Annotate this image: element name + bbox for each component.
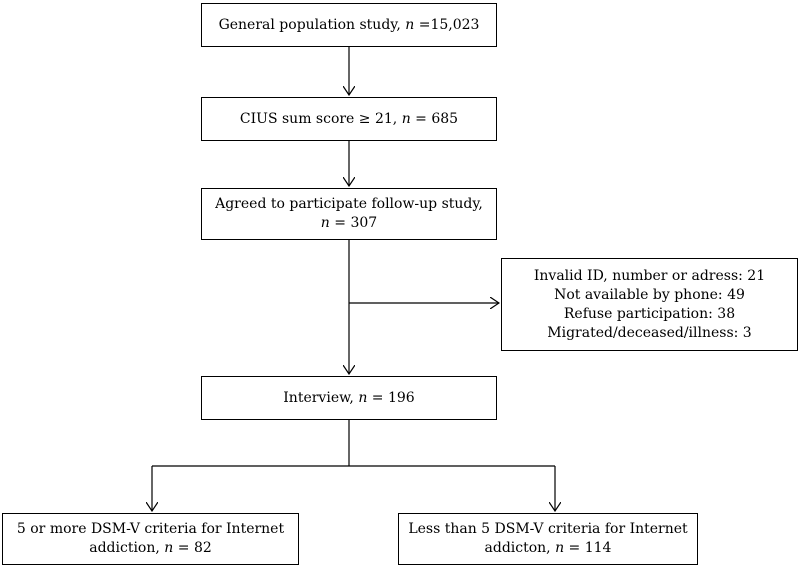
five-or-more-line1: 5 or more DSM-V criteria for Internet bbox=[16, 521, 285, 537]
less-than-five-line2: addicton, n = 114 bbox=[484, 540, 612, 556]
cius-score-label: CIUS sum score ≥ 21, n = 685 bbox=[239, 110, 459, 127]
excluded-not-available: Not available by phone: 49 bbox=[554, 286, 745, 303]
interview-box: Interview, n = 196 bbox=[201, 376, 497, 420]
agreed-followup-box: Agreed to participate follow-up study, n… bbox=[201, 188, 497, 240]
agreed-followup-line1: Agreed to participate follow-up study, bbox=[215, 196, 483, 212]
general-population-label: General population study, n =15,023 bbox=[218, 16, 480, 33]
excluded-refuse: Refuse participation: 38 bbox=[563, 305, 736, 322]
general-population-box: General population study, n =15,023 bbox=[201, 3, 497, 47]
excluded-box: Invalid ID, number or adress: 21 Not ava… bbox=[501, 258, 798, 351]
interview-label: Interview, n = 196 bbox=[283, 389, 415, 406]
agreed-followup-line2: n = 307 bbox=[320, 215, 378, 231]
less-than-five-criteria-box: Less than 5 DSM-V criteria for Internet … bbox=[398, 513, 698, 565]
five-or-more-line2: addiction, n = 82 bbox=[89, 540, 212, 556]
excluded-invalid-id: Invalid ID, number or adress: 21 bbox=[533, 267, 766, 284]
five-or-more-criteria-box: 5 or more DSM-V criteria for Internet ad… bbox=[2, 513, 299, 565]
cius-score-box: CIUS sum score ≥ 21, n = 685 bbox=[201, 97, 497, 141]
excluded-migrated: Migrated/deceased/illness: 3 bbox=[547, 324, 752, 341]
less-than-five-line1: Less than 5 DSM-V criteria for Internet bbox=[408, 521, 688, 537]
